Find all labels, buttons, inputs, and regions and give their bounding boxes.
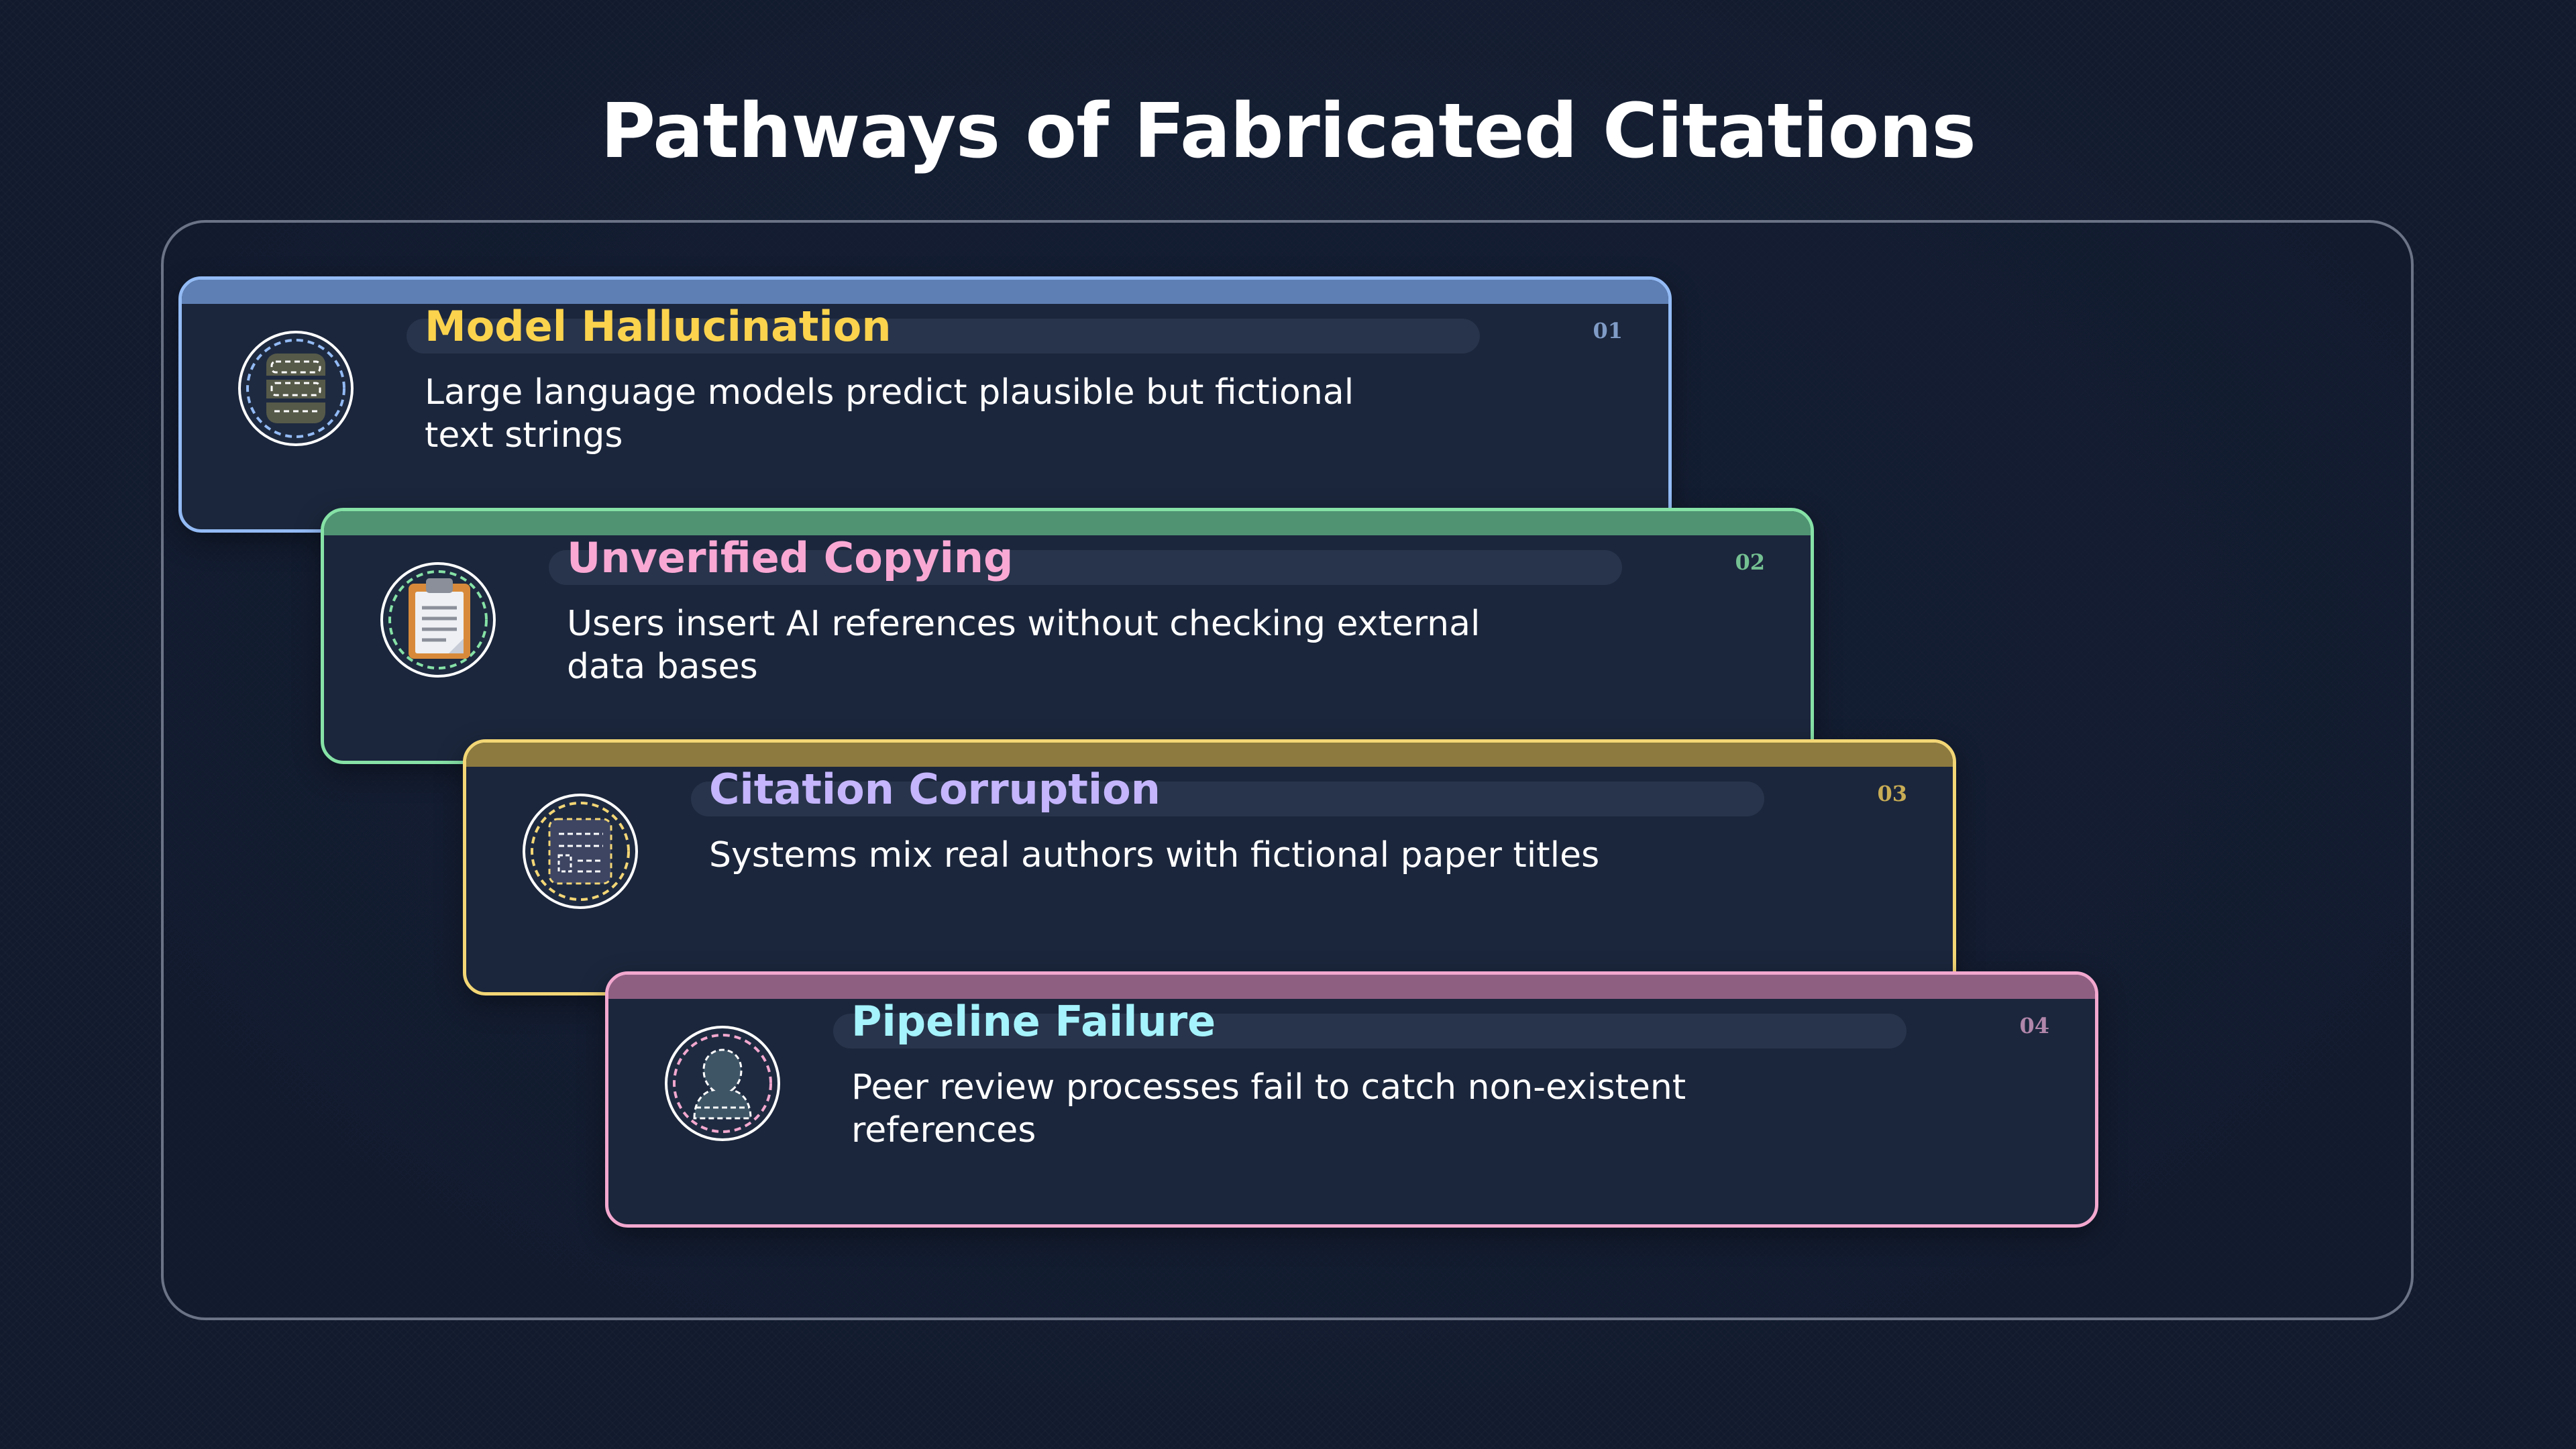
- step-number: 02: [1735, 549, 1765, 575]
- step-description: Large language models predict plausible …: [425, 372, 1354, 455]
- step-card-citation-corruption: Citation Corruption Systems mix real aut…: [463, 739, 1956, 996]
- step-number: 03: [1877, 781, 1907, 806]
- step-description: Peer review processes fail to catch non-…: [851, 1067, 1686, 1150]
- step-description: Systems mix real authors with fictional …: [709, 835, 1600, 875]
- card-accent-bar: [324, 511, 1811, 535]
- step-card-pipeline-failure: Pipeline Failure Peer review processes f…: [605, 971, 2098, 1228]
- step-number: 04: [2019, 1013, 2049, 1038]
- step-description: Users insert AI references without check…: [567, 604, 1481, 687]
- step-title: Unverified Copying: [567, 533, 1014, 582]
- reviewer-person-icon: [663, 1024, 782, 1142]
- card-accent-bar: [182, 280, 1668, 304]
- title-highlight-bar: [407, 319, 1480, 354]
- step-number: 01: [1593, 318, 1623, 343]
- title-highlight-bar: [691, 782, 1764, 816]
- step-title: Pipeline Failure: [851, 997, 1216, 1046]
- card-accent-bar: [466, 743, 1953, 767]
- title-highlight-bar: [833, 1014, 1907, 1049]
- card-accent-bar: [608, 975, 2095, 999]
- page-title: Pathways of Fabricated Citations: [600, 88, 1976, 175]
- title-highlight-bar: [549, 550, 1622, 585]
- step-title: Model Hallucination: [425, 302, 892, 351]
- step-card-model-hallucination: Model Hallucination Large language model…: [178, 276, 1672, 533]
- step-card-unverified-copying: Unverified Copying Users insert AI refer…: [321, 508, 1814, 764]
- document-list-icon: [521, 792, 639, 910]
- database-icon: [237, 329, 355, 447]
- step-title: Citation Corruption: [709, 765, 1161, 814]
- clipboard-icon: [379, 561, 497, 679]
